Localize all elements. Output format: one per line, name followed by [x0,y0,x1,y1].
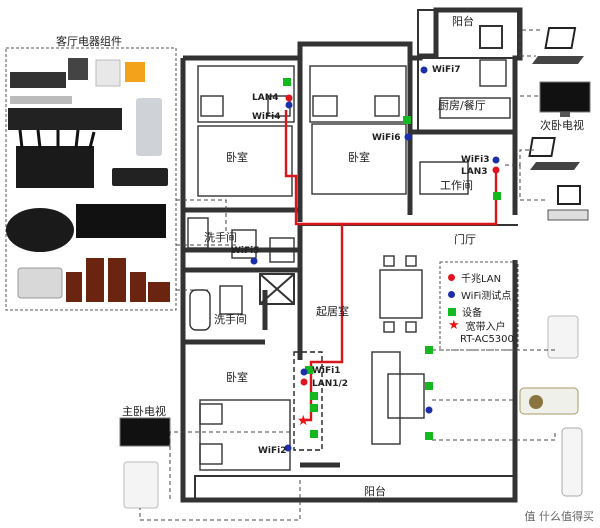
device-panel-frame [5,47,177,311]
speaker-1-image [66,272,82,302]
room-bath-1: 洗手间 [204,231,237,244]
label-wifi7: WiFi7 [432,65,461,75]
label-wifi5: WiFi5 [231,246,260,256]
legend-router-label: RT-AC5300 [460,334,514,345]
bluray-player-image [8,108,122,130]
legend-gigabit-lan-label: 千兆LAN [461,274,502,285]
room-study: 工作间 [440,179,473,192]
link-lines [139,29,556,521]
label-lan3: LAN3 [461,167,488,177]
label-lan4: LAN4 [252,93,279,103]
lan-dots [285,94,500,386]
room-living: 起居室 [316,305,349,318]
room-bath-2: 洗手间 [214,313,247,326]
label-master-tv: 主卧电视 [122,405,166,418]
label-wifi6: WiFi6 [372,133,401,143]
label-wifi2: WiFi2 [258,446,287,456]
wifi-router-image [16,146,94,188]
room-bedroom-mid: 卧室 [348,151,370,164]
orange-box-image [125,62,145,82]
speaker-3-image [108,258,126,302]
switch-image [10,72,66,88]
red-dot-icon [448,274,455,281]
lan-cable-study [342,172,498,226]
wifi-dots [250,66,500,452]
av-receiver-image [76,204,166,238]
green-square-icon [448,307,456,316]
legend-device: 设备 [448,304,482,319]
legend-broadband-label: 宽带入户 [465,322,506,333]
broadband-star: ★ [297,413,310,429]
label-wifi4: WiFi4 [252,112,281,122]
legend-broadband: ★ 宽带入户 [448,318,506,333]
speaker-2-image [86,258,104,302]
label-wifi1: WiFi1 [312,366,341,376]
router-flat-image [10,96,72,104]
legend-frame [439,261,519,351]
speaker-dome-image [6,208,74,252]
room-master-bedroom: 卧室 [226,371,248,384]
device-markers [283,78,501,440]
furniture [187,59,511,471]
red-star-icon: ★ [448,318,460,333]
right-devices [119,27,591,509]
label-wifi3: WiFi3 [461,155,490,165]
room-entrance: 门厅 [454,233,476,246]
blue-dot-icon [448,291,455,298]
router-cluster-box [293,351,323,451]
room-balcony-top: 阳台 [452,15,474,28]
room-balcony-bottom: 阳台 [364,485,386,498]
hub-image [95,59,121,87]
legend-wifi-test: WiFi测试点 [448,287,511,302]
walls [180,7,523,503]
label-lan12: LAN1/2 [312,379,349,389]
legend-wifi-test-label: WiFi测试点 [461,291,512,302]
speaker-4-image [130,272,146,302]
printer-image [17,267,63,299]
label-bedroom-tv: 次卧电视 [540,119,584,132]
watermark: 值 什么值得买 [524,510,595,523]
ext-drive-image [136,98,162,156]
nas-image [68,58,88,80]
room-bedroom-left: 卧室 [226,151,248,164]
subwoofer-image [148,282,170,302]
hdd-image [112,168,168,186]
device-pictures [6,58,170,302]
legend-device-label: 设备 [462,308,482,319]
device-panel-title: 客厅电器组件 [56,35,122,48]
legend-router: RT-AC5300 [460,334,514,345]
room-kitchen: 厨房/餐厅 [438,99,486,112]
legend-gigabit-lan: 千兆LAN [448,270,501,285]
